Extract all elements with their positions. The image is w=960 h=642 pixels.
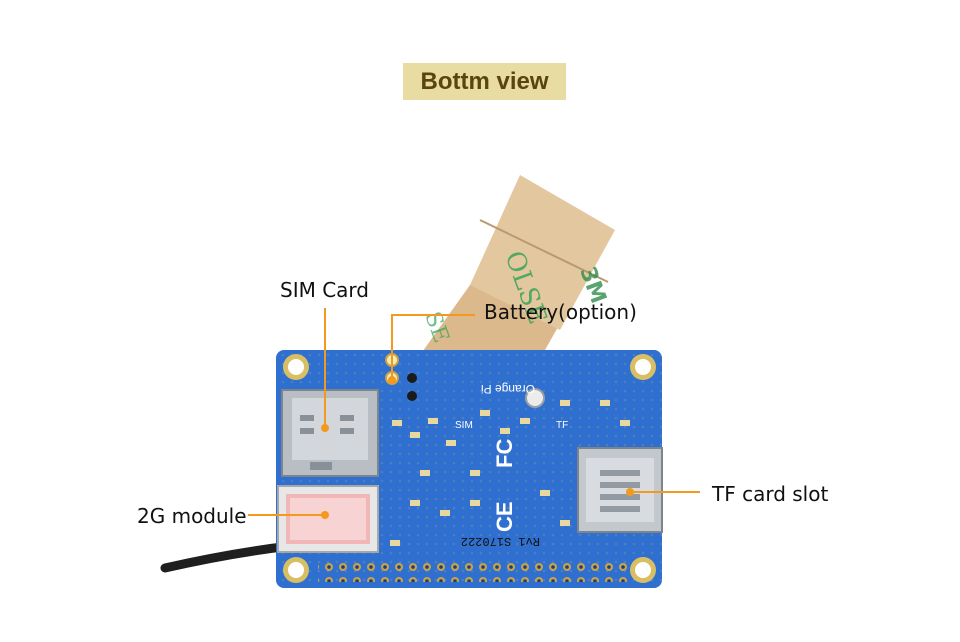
gpio-header xyxy=(318,560,628,582)
callout-lines xyxy=(248,308,700,519)
antenna-cable xyxy=(160,541,295,573)
sim-card-slot xyxy=(281,389,379,477)
tf-slot-label: TF card slot xyxy=(712,482,829,506)
title-banner: Bottm view xyxy=(403,63,566,100)
battery-label: Battery(option) xyxy=(484,300,637,324)
mounting-holes xyxy=(283,354,656,583)
module-2g-label: 2G module xyxy=(137,504,247,528)
silk-tf: TF xyxy=(556,420,568,431)
ce-fc-marks: FC CE xyxy=(492,439,517,532)
page-title: Bottm view xyxy=(420,67,549,95)
svg-text:FC: FC xyxy=(492,439,517,468)
sim-card-label: SIM Card xyxy=(280,278,369,302)
svg-text:CE: CE xyxy=(492,501,517,532)
silk-date-code: Rv1 S170222 xyxy=(461,534,540,548)
gsm-module xyxy=(277,485,379,553)
tf-card-slot xyxy=(577,447,663,533)
silk-brand: Orange Pi xyxy=(481,382,535,396)
silk-sim: SIM xyxy=(455,420,473,431)
smd-components xyxy=(390,400,630,546)
battery-tape: OLSE 3M SE xyxy=(419,175,615,355)
test-pad xyxy=(525,388,545,408)
